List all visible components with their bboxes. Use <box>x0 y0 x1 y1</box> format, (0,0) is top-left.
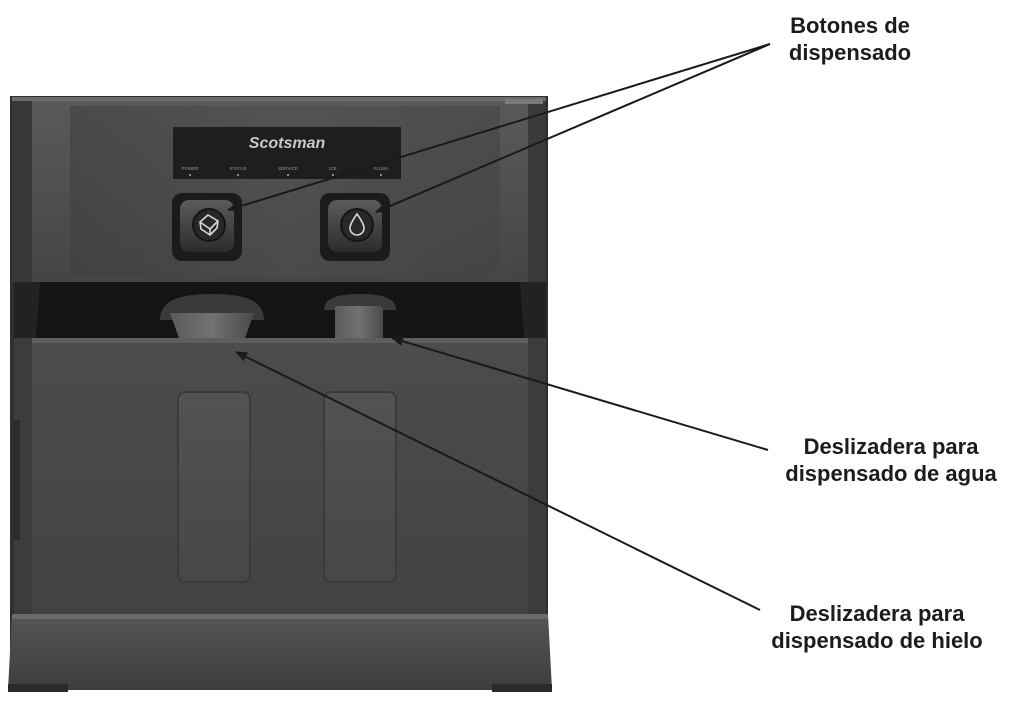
control-panel <box>173 127 401 179</box>
indicator-label: SERVICE <box>278 166 298 171</box>
water-button-face <box>340 208 374 242</box>
indicator-label: FLUSH <box>374 166 389 171</box>
indicator-led <box>287 174 289 176</box>
base-top-edge <box>12 614 548 619</box>
indicator-led <box>189 174 191 176</box>
callout-line: Deslizadera para <box>789 601 965 626</box>
callout-water-slide: Deslizadera para dispensado de agua <box>762 433 1020 487</box>
upper-housing-right-edge <box>528 97 546 282</box>
arrow-water-slide <box>391 336 769 451</box>
water-drop-icon <box>349 212 365 236</box>
callout-line: Botones de <box>790 13 910 38</box>
base-foot-right <box>492 684 552 692</box>
ice-dispense-button[interactable] <box>172 193 242 261</box>
top-highlight <box>12 97 546 101</box>
callout-line: Deslizadera para <box>803 434 979 459</box>
drip-edge <box>14 338 546 343</box>
arrow-ice-slide <box>235 351 761 611</box>
machine-base <box>8 614 552 690</box>
water-drip-panel <box>323 391 397 583</box>
ice-drip-panel <box>177 391 251 583</box>
upper-housing-left-edge <box>12 97 32 282</box>
recess-right-wall <box>520 282 546 338</box>
brand-logo: Scotsman <box>249 135 326 152</box>
dispenser-machine: Scotsman POWER STATUS SERVICE ICE FLUSH <box>8 96 552 692</box>
water-dispense-button[interactable] <box>320 193 390 261</box>
lower-front <box>14 338 546 614</box>
indicator-led <box>332 174 334 176</box>
recess-left-wall <box>14 282 40 338</box>
base-foot-left <box>8 684 68 692</box>
indicator-label: POWER <box>181 166 199 171</box>
indicator-row: POWER STATUS SERVICE ICE FLUSH <box>181 166 388 176</box>
left-side-detail <box>12 420 20 540</box>
indicator-led <box>237 174 239 176</box>
callout-ice-slide: Deslizadera para dispensado de hielo <box>748 600 1006 654</box>
ice-button-face <box>192 208 226 242</box>
callout-line: dispensado de hielo <box>771 628 983 653</box>
indicator-label: STATUS <box>229 166 246 171</box>
lower-right-edge <box>528 338 546 614</box>
dispense-recess <box>14 282 546 338</box>
callout-line: dispensado <box>788 40 912 65</box>
callout-line: dispensado de agua <box>785 461 997 486</box>
callout-dispense-buttons: Botones de dispensado <box>760 12 940 66</box>
ice-cube-icon <box>199 214 219 236</box>
arrow-buttons-water <box>375 43 771 213</box>
callout-arrows <box>227 43 771 611</box>
arrow-buttons-ice <box>227 43 771 212</box>
lower-left-edge <box>14 338 32 614</box>
indicator-label: ICE <box>329 166 337 171</box>
top-corner-highlight <box>505 99 543 104</box>
indicator-led <box>380 174 382 176</box>
